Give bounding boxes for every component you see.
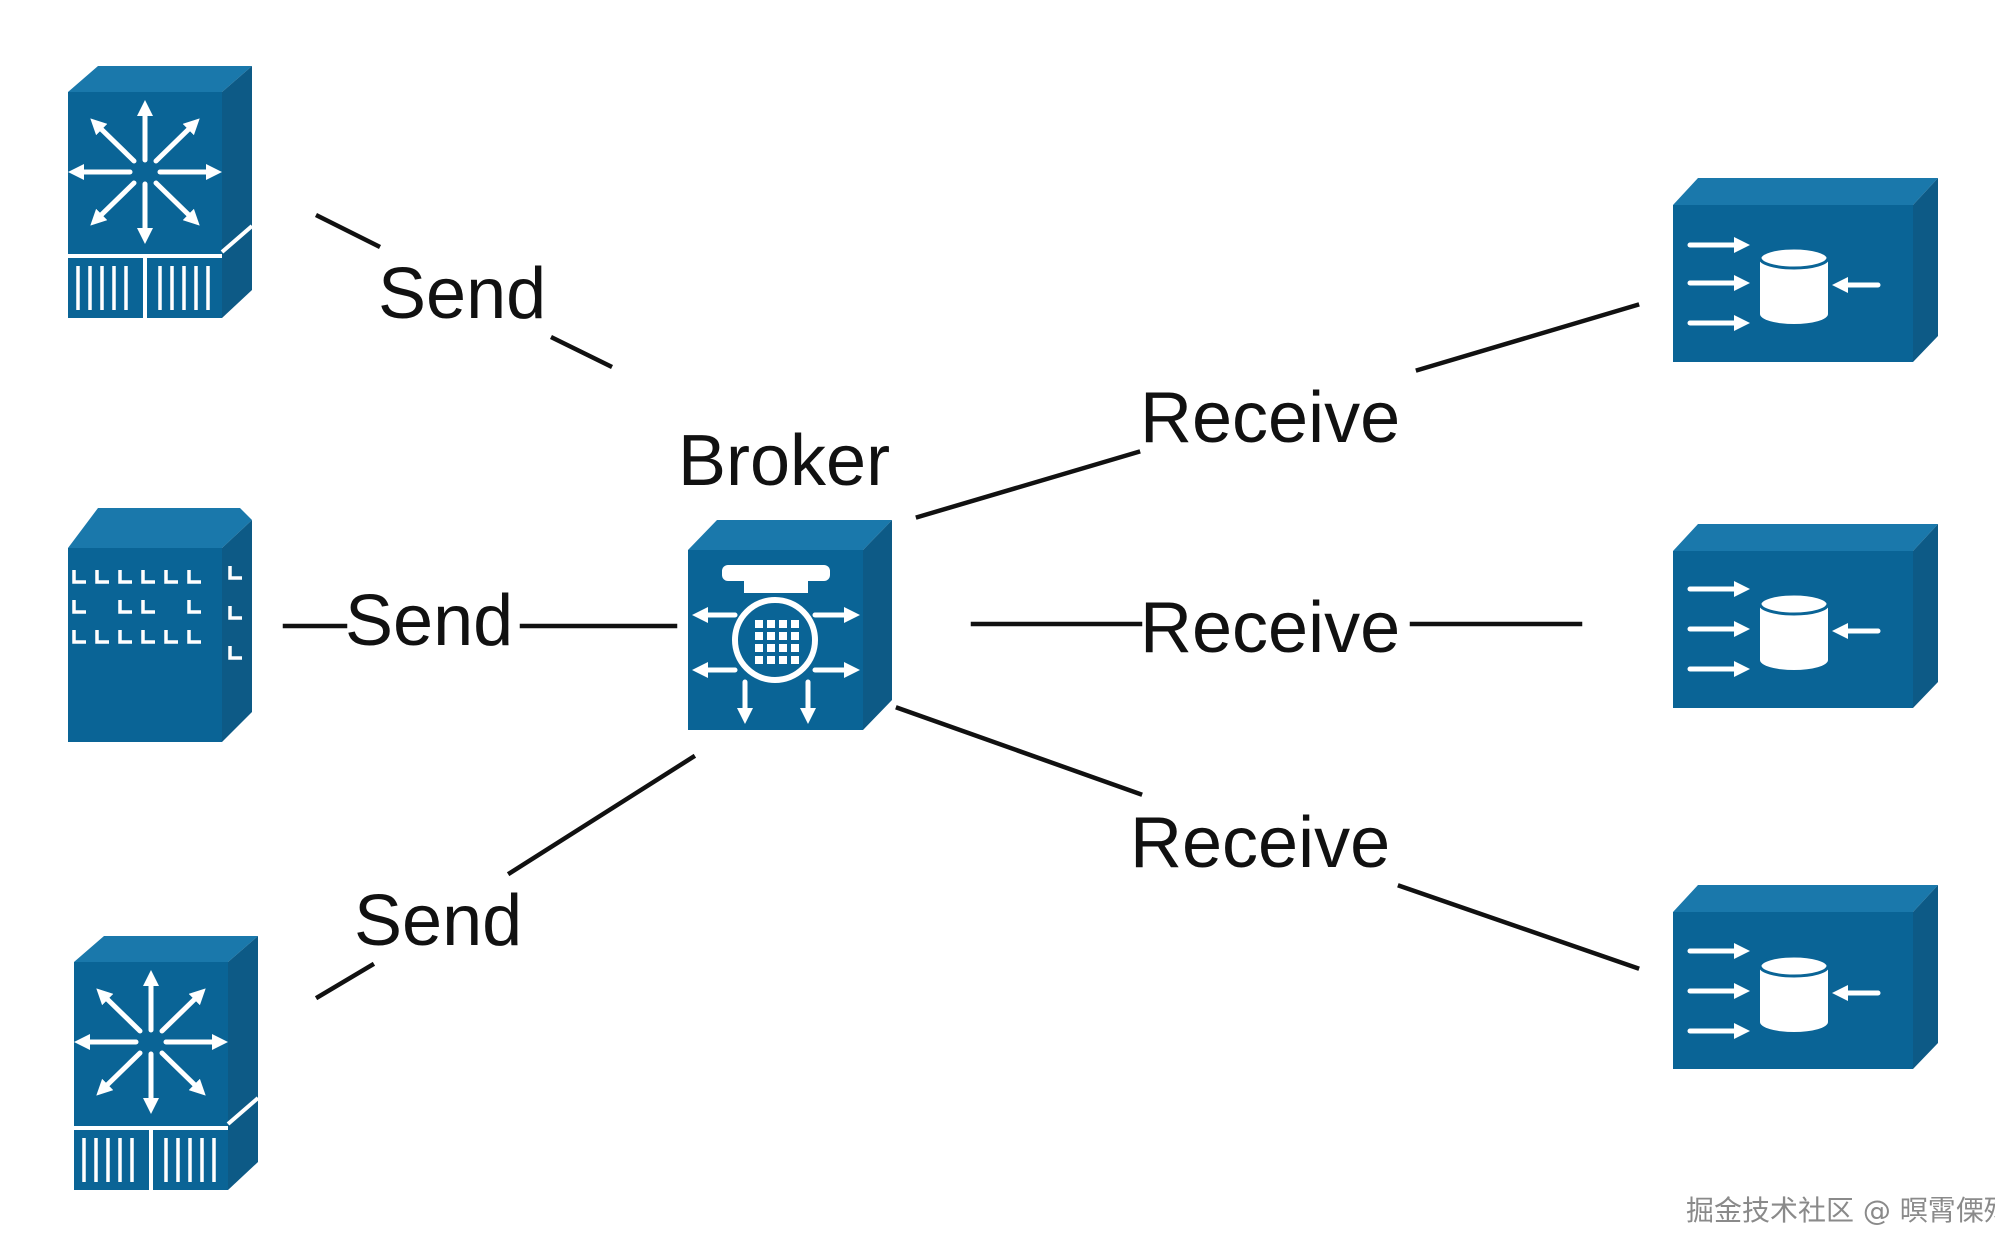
storage-router-icon [1673, 885, 1938, 1069]
call-manager-icon [688, 520, 892, 730]
send-label-1: Send [378, 254, 546, 334]
multilayer-switch-icon [67, 66, 254, 318]
edges [282, 212, 1640, 1001]
multilayer-switch-icon [73, 936, 260, 1190]
edge-receive-1-a [915, 449, 1141, 520]
storage-router-icon [1673, 524, 1938, 708]
edge-labels: Send Send Send Receive Receive Receive [345, 254, 1400, 961]
broker-label: Broker [678, 421, 890, 501]
edge-send-3-a [506, 753, 697, 877]
send-label-3: Send [354, 881, 522, 961]
storage-router-icon [1673, 178, 1938, 362]
watermark: 掘金技术社区 @ 暝霄傈殇 [1686, 1194, 1995, 1227]
send-label-2: Send [345, 581, 513, 661]
receive-label-3: Receive [1130, 803, 1390, 883]
edge-receive-1-b [1415, 302, 1640, 373]
edge-receive-3-a [895, 705, 1143, 797]
edge-receive-3-b [1397, 883, 1640, 971]
edge-send-1-b [549, 334, 614, 370]
content-switch-icon [68, 508, 252, 742]
edge-send-3-b [314, 961, 376, 1001]
receive-label-1: Receive [1140, 378, 1400, 458]
receive-label-2: Receive [1140, 588, 1400, 668]
edge-send-1-a [314, 212, 382, 250]
